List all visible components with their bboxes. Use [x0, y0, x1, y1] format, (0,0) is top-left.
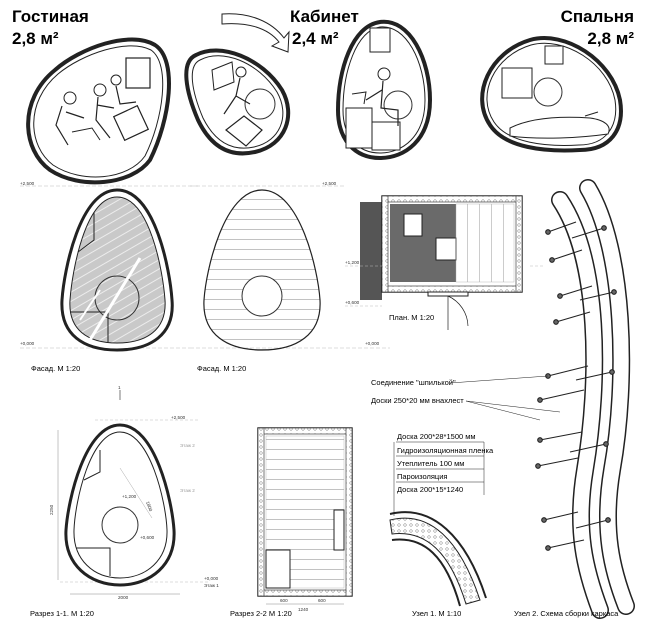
room-title-bedroom: Спальня 2,8 м²	[561, 7, 635, 48]
frame-assembly-drawing	[535, 179, 635, 619]
layer-5: Доска 200*15*1240	[397, 485, 463, 494]
plan-drawing: +1,200 +0,600	[345, 195, 545, 330]
dim-sec2-a: 600	[280, 598, 288, 603]
dim-height: 2250	[49, 504, 54, 515]
note-boards: Доски 250*20 мм внахлест	[371, 396, 464, 405]
level-label-plus2500-s1: +2,500	[171, 415, 186, 420]
room-area-living: 2,8 м²	[12, 29, 59, 48]
pod-study	[335, 19, 433, 161]
facade-left-drawing: +2,500 +0,000	[20, 181, 200, 352]
room-title-study: Кабинет 2,4 м²	[290, 7, 359, 48]
layer-list: Доска 200*28*1500 мм Гидроизоляционная п…	[393, 432, 494, 516]
level-label-plus0600-s1: +0,600	[140, 535, 155, 540]
level-label-plus2500-b: +2,500	[322, 181, 337, 186]
pod-bedroom	[480, 36, 623, 153]
section-mark-1: 1	[118, 385, 121, 390]
room-area-study: 2,4 м²	[292, 29, 339, 48]
layer-4: Пароизоляция	[397, 472, 447, 481]
level-label-plus1200-s1: +1,200	[122, 494, 137, 499]
note-joint: Соединение "шпилькой"	[371, 378, 456, 387]
pod-living-room	[26, 37, 171, 185]
level-label-level1: Этаж 1	[204, 583, 219, 588]
dim-diagonal: 1800	[145, 501, 153, 513]
caption-plan: План. М 1:20	[389, 313, 434, 322]
room-name-bedroom: Спальня	[561, 7, 634, 26]
level-label-plus1200-plan: +1,200	[345, 260, 360, 265]
dim-width: 2000	[118, 595, 129, 600]
section-2-2-drawing: 600 600 1240	[257, 427, 353, 612]
room-name-study: Кабинет	[290, 7, 359, 26]
pod-rotated	[184, 48, 291, 156]
room-name-living: Гостиная	[12, 7, 89, 26]
caption-node-2: Узел 2. Схема сборки каркаса	[514, 609, 619, 618]
rotation-arrow-icon	[221, 13, 290, 53]
facade-right-drawing: +2,500 +0,000	[190, 181, 390, 351]
level-label-plus0600-plan: +0,600	[345, 300, 360, 305]
level-label-plus2500-a: +2,500	[20, 181, 35, 186]
caption-facade-1: Фасад. М 1:20	[31, 364, 80, 373]
caption-facade-2: Фасад. М 1:20	[197, 364, 246, 373]
frame-notes: Соединение "шпилькой" Доски 250*20 мм вн…	[371, 375, 561, 421]
room-title-living: Гостиная 2,8 м²	[12, 7, 89, 48]
layer-1: Доска 200*28*1500 мм	[397, 432, 476, 441]
caption-section-1-1: Разрез 1-1. М 1:20	[30, 609, 94, 618]
dim-sec2-b: 600	[318, 598, 326, 603]
room-area-bedroom: 2,8 м²	[587, 29, 634, 48]
layer-2: Гидроизоляционная пленка	[397, 446, 494, 455]
caption-section-2-2: Разрез 2-2 М 1:20	[230, 609, 292, 618]
section-1-1-drawing: 1 +2,500 +0,000 Этаж 1 Этаж 2 Этаж 2 225…	[49, 385, 219, 600]
level-label-zero-s1: +0,000	[204, 576, 219, 581]
layer-3: Утеплитель 100 мм	[397, 459, 464, 468]
caption-node-1: Узел 1. М 1:10	[412, 609, 461, 618]
level-label-zero-b: +0,000	[365, 341, 380, 346]
level-label-level2-b: Этаж 2	[180, 488, 195, 493]
level-label-level2-a: Этаж 2	[180, 443, 195, 448]
node-1-drawing: Доска 200*28*1500 мм Гидроизоляционная п…	[389, 432, 494, 607]
dim-sec2-total: 1240	[298, 607, 309, 612]
level-label-zero-a: +0,000	[20, 341, 35, 346]
